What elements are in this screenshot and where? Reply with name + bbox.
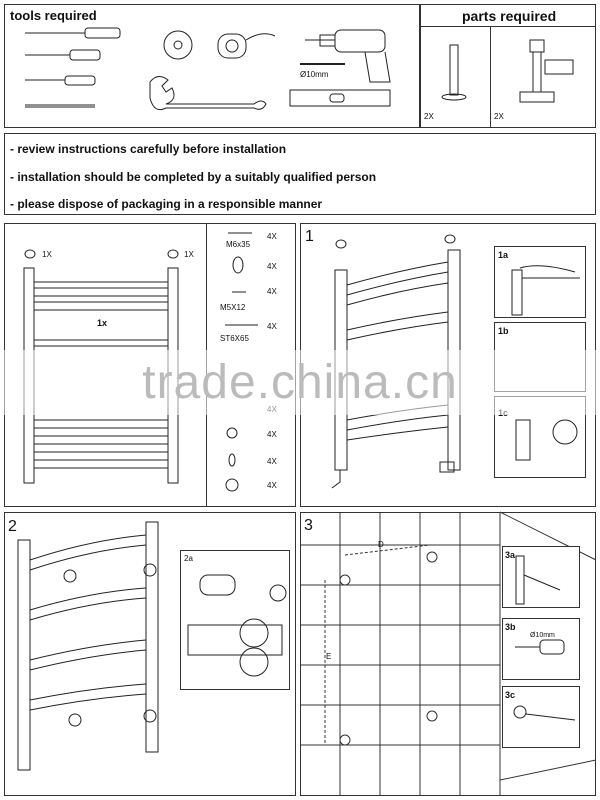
- step1a-panel: [494, 246, 586, 318]
- tools-title: tools required: [10, 8, 97, 23]
- kit-qty-3: 4X: [267, 287, 277, 296]
- notes-panel: [4, 133, 596, 215]
- kit-qty-8: 4X: [267, 481, 277, 490]
- step3c-label: 3c: [505, 690, 516, 700]
- kit-qty-4: 4X: [267, 322, 277, 331]
- step2a-label: 2a: [184, 554, 193, 563]
- cap-qty-left: 1X: [42, 250, 52, 259]
- step3b-label: 3b: [505, 622, 516, 632]
- kit-qty-2: 4X: [267, 262, 277, 271]
- step3a-label: 3a: [505, 550, 516, 560]
- parts-divider: [420, 26, 596, 27]
- parts-title: parts required: [462, 8, 557, 24]
- drill-size-label: Ø10mm: [300, 70, 329, 79]
- cap-qty-right: 1X: [184, 250, 194, 259]
- parts-qty-pipe: 2X: [424, 112, 434, 121]
- step2a-panel: [180, 550, 290, 690]
- kit-qty-7: 4X: [267, 457, 277, 466]
- dimension-e: E: [326, 652, 332, 661]
- kit-label-st6x65: ST6X65: [220, 334, 249, 343]
- parts-qty-valve: 2X: [494, 112, 504, 121]
- step1b-label: 1b: [498, 326, 509, 336]
- step3-number: 3: [304, 517, 313, 534]
- radiator-qty: 1x: [97, 318, 108, 328]
- kit-label-m5x12: M5X12: [220, 303, 246, 312]
- watermark-band: [0, 350, 600, 415]
- step3b-panel: [502, 618, 580, 680]
- step3b-drill-size: Ø10mm: [530, 632, 555, 639]
- step1-number: 1: [305, 228, 314, 245]
- step2-number: 2: [8, 518, 17, 535]
- step1a-label: 1a: [498, 250, 509, 260]
- kit-qty-1: 4X: [267, 232, 277, 241]
- note-3: - please dispose of packaging in a respo…: [10, 197, 323, 211]
- note-2: - installation should be completed by a …: [10, 170, 377, 184]
- note-1: - review instructions carefully before i…: [10, 142, 287, 156]
- parts-divider-vertical: [490, 26, 491, 128]
- watermark-text: trade.china.cn: [142, 356, 458, 409]
- dimension-d: D: [378, 540, 384, 549]
- kit-qty-6: 4X: [267, 430, 277, 439]
- kit-label-m6x35: M6x35: [226, 240, 251, 249]
